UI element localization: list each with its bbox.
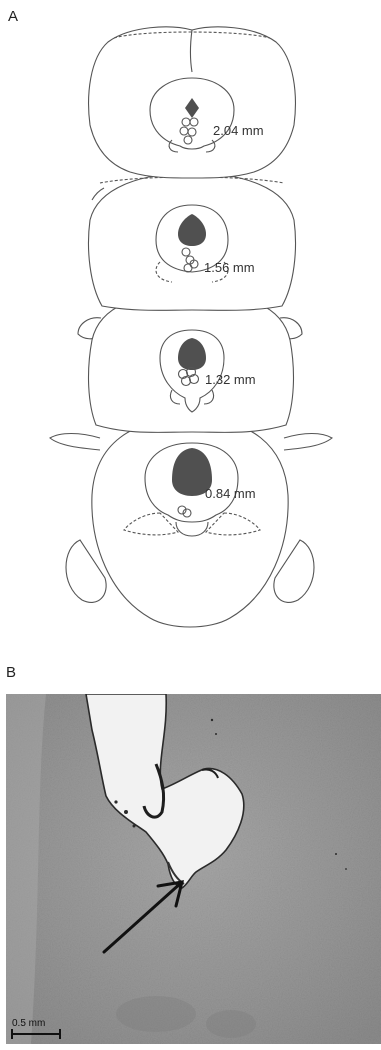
brain-section-1 — [89, 27, 296, 178]
brain-section-4 — [50, 418, 332, 627]
section-1-label: 2.04 mm — [213, 123, 264, 138]
panel-b-label: B — [6, 664, 16, 681]
section-2-label: 1.56 mm — [204, 260, 255, 275]
histology-photo: 0.5 mm — [6, 694, 381, 1044]
brain-section-2 — [89, 173, 296, 310]
scale-bar-label: 0.5 mm — [12, 1018, 45, 1029]
section-3-label: 1.32 mm — [205, 372, 256, 387]
brain-section-3 — [78, 293, 302, 432]
brain-section-diagram: 2.04 mm 1.56 mm 1.32 mm 0.84 mm — [0, 0, 381, 650]
section-4-label: 0.84 mm — [205, 486, 256, 501]
